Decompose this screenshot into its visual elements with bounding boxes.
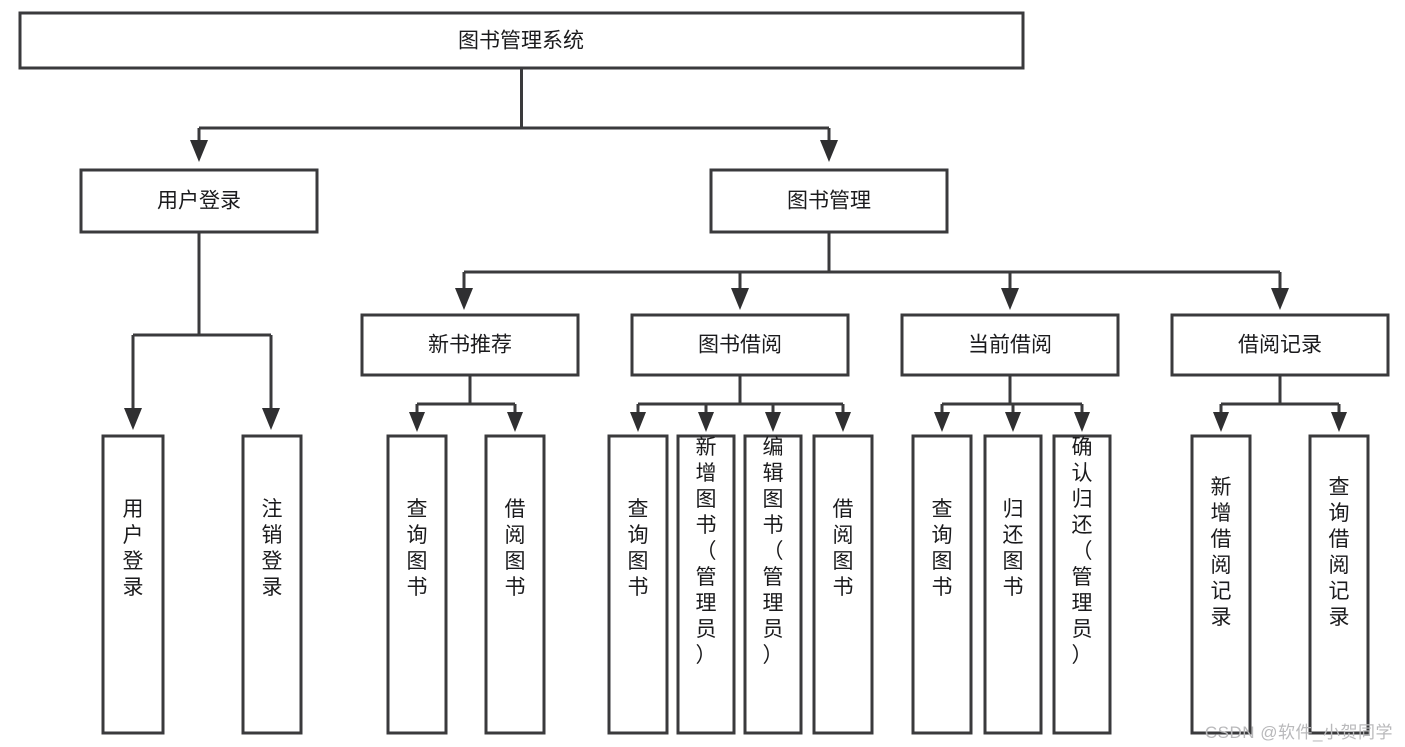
- node-leaf-return-book[interactable]: 归还图书: [983, 434, 1043, 735]
- node-book-management-label: 图书管理: [787, 190, 871, 213]
- arrow-book-mgmt-to-borrow: [731, 288, 749, 310]
- node-leaf-confirm-return-admin-label: 确认归还（管理员）: [1072, 436, 1093, 667]
- node-new-book-recommend[interactable]: 新书推荐: [360, 313, 580, 377]
- node-leaf-query-borrow-record[interactable]: 查询借阅记录: [1308, 434, 1370, 735]
- node-leaf-logout-label: 注销登录: [262, 498, 283, 599]
- node-leaf-add-borrow-record[interactable]: 新增借阅记录: [1190, 434, 1252, 735]
- node-leaf-edit-book-admin[interactable]: 编辑图书（管理员）: [743, 434, 803, 735]
- node-leaf-query-book-borrow-label: 查询图书: [628, 498, 649, 599]
- arrow-new-books-leaf-1: [409, 412, 425, 432]
- node-borrow-records-label: 借阅记录: [1238, 334, 1322, 357]
- node-leaf-query-book-new[interactable]: 查询图书: [386, 434, 448, 735]
- node-leaf-query-book-current-label: 查询图书: [932, 498, 953, 599]
- node-user-login-label: 用户登录: [157, 190, 241, 213]
- arrow-book-borrow-leaf-4: [835, 412, 851, 432]
- arrow-current-borrow-leaf-2: [1005, 412, 1021, 432]
- node-book-management[interactable]: 图书管理: [709, 168, 949, 234]
- node-leaf-logout[interactable]: 注销登录: [241, 434, 303, 735]
- connector-group-new-books: [409, 375, 523, 432]
- node-leaf-add-book-admin-label: 新增图书（管理员）: [696, 436, 717, 667]
- node-leaf-add-book-admin[interactable]: 新增图书（管理员）: [676, 434, 736, 735]
- arrow-book-borrow-leaf-2: [698, 412, 714, 432]
- connector-group-user-login: [124, 232, 280, 430]
- node-book-borrow[interactable]: 图书借阅: [630, 313, 850, 377]
- arrow-book-mgmt-to-records: [1271, 288, 1289, 310]
- node-leaf-user-login[interactable]: 用户登录: [101, 434, 165, 735]
- csdn-watermark: CSDN @软件_小贺同学: [1204, 723, 1393, 742]
- node-leaf-confirm-return-admin[interactable]: 确认归还（管理员）: [1052, 434, 1112, 735]
- node-leaf-user-login-label: 用户登录: [123, 498, 144, 599]
- node-leaf-query-book-current[interactable]: 查询图书: [911, 434, 973, 735]
- node-book-borrow-label: 图书借阅: [698, 334, 782, 357]
- node-leaf-query-borrow-record-label: 查询借阅记录: [1329, 476, 1350, 629]
- node-leaf-edit-book-admin-label: 编辑图书（管理员）: [763, 436, 784, 667]
- node-user-login[interactable]: 用户登录: [79, 168, 319, 234]
- node-leaf-add-borrow-record-label: 新增借阅记录: [1211, 476, 1232, 629]
- connector-group-current-borrow: [934, 375, 1090, 432]
- connector-group-book-mgmt: [455, 232, 1289, 310]
- node-leaf-borrow-book-new-label: 借阅图书: [505, 498, 526, 599]
- node-leaf-query-book-new-label: 查询图书: [407, 498, 428, 599]
- node-borrow-records[interactable]: 借阅记录: [1170, 313, 1390, 377]
- connector-group-borrow-records: [1213, 375, 1347, 432]
- arrow-book-borrow-leaf-1: [630, 412, 646, 432]
- arrow-borrow-records-leaf-2: [1331, 412, 1347, 432]
- arrow-book-mgmt-to-current: [1001, 288, 1019, 310]
- node-leaf-return-book-label: 归还图书: [1003, 498, 1024, 599]
- arrow-current-borrow-leaf-3: [1074, 412, 1090, 432]
- node-current-borrow[interactable]: 当前借阅: [900, 313, 1120, 377]
- arrow-root-to-book-mgmt: [820, 140, 838, 162]
- arrow-new-books-leaf-2: [507, 412, 523, 432]
- connector-group-book-borrow: [630, 375, 851, 432]
- node-root-system-label: 图书管理系统: [458, 30, 584, 53]
- node-leaf-borrow-book-new[interactable]: 借阅图书: [484, 434, 546, 735]
- node-leaf-borrow-book[interactable]: 借阅图书: [812, 434, 874, 735]
- arrow-user-login-leaf-1: [124, 408, 142, 430]
- arrow-book-mgmt-to-new-books: [455, 288, 473, 310]
- connector-group-root: [190, 68, 838, 162]
- arrow-borrow-records-leaf-1: [1213, 412, 1229, 432]
- arrow-root-to-user-login: [190, 140, 208, 162]
- arrow-current-borrow-leaf-1: [934, 412, 950, 432]
- arrow-book-borrow-leaf-3: [765, 412, 781, 432]
- node-leaf-borrow-book-label: 借阅图书: [833, 498, 854, 599]
- node-root-system[interactable]: 图书管理系统: [18, 11, 1025, 70]
- node-leaf-query-book-borrow[interactable]: 查询图书: [607, 434, 669, 735]
- node-new-book-recommend-label: 新书推荐: [428, 334, 512, 357]
- node-current-borrow-label: 当前借阅: [968, 334, 1052, 357]
- arrow-user-login-leaf-2: [262, 408, 280, 430]
